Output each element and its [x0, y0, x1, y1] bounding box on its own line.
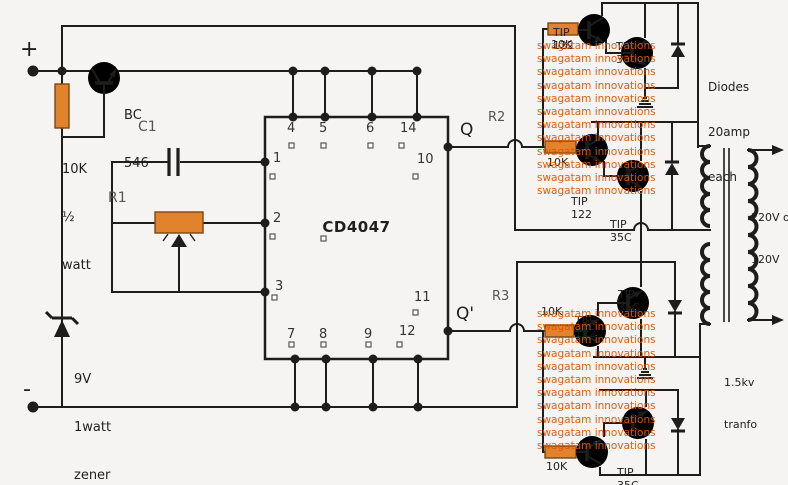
- watermark-line: swagatam innovations: [537, 321, 656, 334]
- drive-resistor-3-label: 10K: [541, 305, 563, 318]
- pin-9-label: 9: [364, 327, 373, 342]
- power-diode-1: [671, 42, 685, 57]
- zener-diode-9v: [44, 310, 80, 337]
- c1-label: C1: [138, 119, 157, 135]
- bc546-label: BC 546: [124, 108, 149, 171]
- watermark-line: swagatam innovations: [537, 308, 656, 320]
- watermark-line: swagatam innovations: [537, 360, 656, 373]
- zener-label: 9V 1watt zener: [74, 372, 112, 483]
- pin-1-label: 1: [273, 151, 282, 166]
- power-diode-2: [665, 160, 679, 175]
- pin-10-label: 10: [417, 152, 434, 167]
- cd4047-ic: [263, 115, 450, 361]
- base-resistor-label: 10K ½ watt: [62, 162, 91, 273]
- watermark-line: swagatam innovations: [537, 106, 656, 119]
- watermark-line: swagatam innovations: [537, 53, 656, 66]
- transformer-label: 1.5kv tranfo: [724, 376, 758, 431]
- watermark-line: swagatam innovations: [537, 413, 656, 426]
- output-voltage-label: 220V or 120V: [751, 211, 788, 266]
- watermark-line: swagatam innovations: [537, 40, 656, 52]
- qbar-output-label: Q': [456, 304, 475, 324]
- watermark-line: swagatam innovations: [537, 426, 656, 439]
- pin-6-label: 6: [366, 121, 375, 136]
- drive-resistor-2-label: 10K: [547, 156, 569, 169]
- pin-12-label: 12: [399, 324, 416, 339]
- drive-resistor-4-label: 10K: [546, 460, 568, 473]
- watermark-line: swagatam innovations: [537, 334, 656, 347]
- q-output-label: Q: [460, 120, 474, 140]
- watermark-line: swagatam innovations: [537, 145, 656, 158]
- pin-2-label: 2: [273, 211, 282, 226]
- power-diode-3: [668, 300, 682, 315]
- watermark-line: swagatam innovations: [537, 172, 656, 185]
- pin-4-label: 4: [287, 121, 296, 136]
- diodes-note-label: Diodes 20amp each: [708, 80, 750, 184]
- watermark-line: swagatam innovations: [537, 119, 656, 132]
- pin-8-label: 8: [319, 327, 328, 342]
- drive-resistor-2: [544, 140, 577, 154]
- r3-label: R3: [492, 289, 510, 304]
- junction-dots: [27, 65, 453, 413]
- pin-5-label: 5: [319, 121, 328, 136]
- watermark-line: swagatam innovations: [537, 400, 656, 413]
- transformer: [700, 144, 784, 326]
- plus-terminal-label: +: [20, 37, 39, 62]
- pin-11-label: 11: [414, 290, 431, 305]
- watermark-line: swagatam innovations: [537, 66, 656, 79]
- pin-3-label: 3: [275, 279, 284, 294]
- watermark-line: swagatam innovations: [537, 79, 656, 92]
- pin-markers: [269, 142, 419, 348]
- watermark-line: swagatam innovations: [537, 92, 656, 105]
- pin-7-label: 7: [287, 327, 296, 342]
- power-diode-4: [671, 418, 685, 433]
- watermark-line: swagatam innovations: [537, 132, 656, 145]
- wiring: [32, 2, 775, 476]
- pin-14-label: 14: [400, 121, 417, 136]
- watermark-line: swagatam innovations: [537, 158, 656, 171]
- r2-label: R2: [488, 110, 506, 125]
- base-resistor-10k-vertical: [54, 83, 70, 129]
- watermark-line: swagatam innovations: [537, 185, 656, 198]
- minus-terminal-label: -: [23, 377, 31, 402]
- bc546-transistor: [86, 60, 122, 96]
- watermark-line: swagatam innovations: [537, 347, 656, 360]
- r1-label: R1: [108, 190, 127, 206]
- output-arrow-bottom: [772, 315, 784, 325]
- watermark-line: swagatam innovations: [537, 387, 656, 400]
- output-arrow-top: [772, 145, 784, 155]
- capacitor-c1: [167, 148, 180, 176]
- potentiometer-r1: [154, 211, 204, 247]
- drive-resistor-1-label: 10K: [551, 38, 573, 51]
- watermark-line: swagatam innovations: [537, 440, 656, 453]
- ic-name-label: CD4047: [322, 218, 391, 236]
- watermark-line: swagatam innovations: [537, 374, 656, 387]
